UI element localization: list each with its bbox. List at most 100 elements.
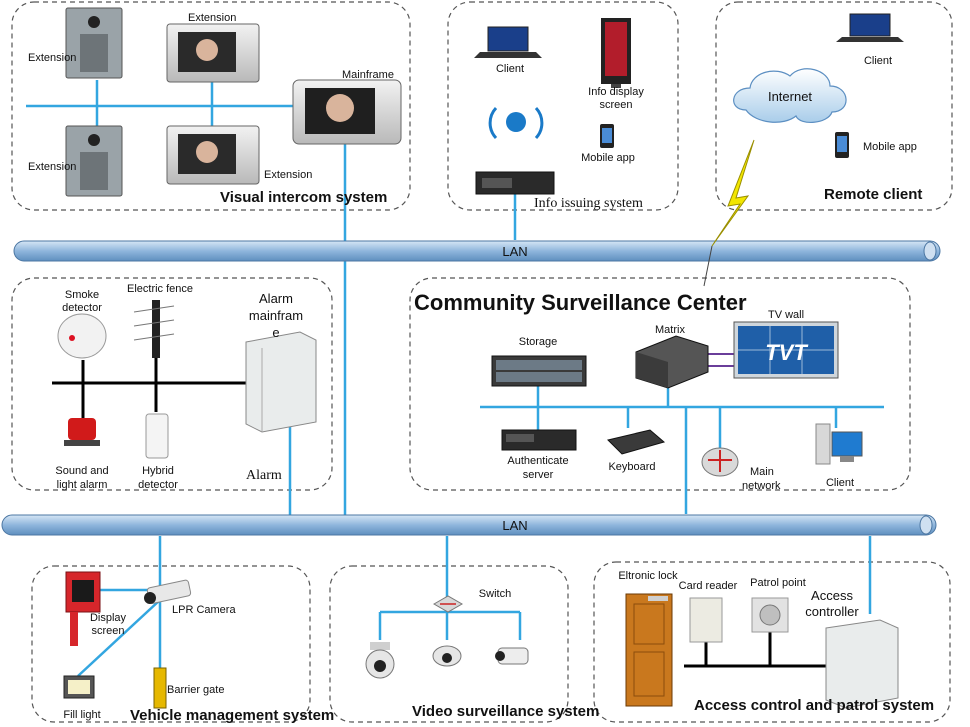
label-storage: Storage (519, 336, 558, 348)
bullet-camera-icon (495, 647, 529, 665)
label-info-display-l2: screen (599, 99, 632, 111)
rack-server-icon (475, 171, 555, 195)
label-remote-client: Client (864, 55, 892, 67)
matrix-switch-icon (635, 335, 709, 389)
patrol-point-icon (751, 597, 789, 633)
label-hybrid-l2: detector (138, 479, 178, 491)
access-controller-box (825, 619, 899, 709)
display-kiosk-icon (601, 18, 631, 88)
lan-bar-top: LAN (13, 240, 941, 262)
dome-camera-icon (432, 645, 462, 667)
title-video: Video surveillance system (412, 703, 599, 720)
label-alarm-mainframe-l3: e (272, 325, 279, 340)
tv-wall-brand: TVT (765, 340, 808, 365)
label-keyboard: Keyboard (608, 461, 655, 473)
label-access-controller-l2: controller (805, 604, 859, 619)
label-tv-wall: TV wall (768, 309, 804, 321)
label-main-network-l1: Main (750, 466, 774, 478)
internet-cloud: Internet (733, 68, 847, 123)
info-issuing-box (447, 1, 679, 211)
keyboard-icon (607, 429, 666, 455)
hybrid-detector-icon (145, 413, 169, 459)
label-info-mobile-app: Mobile app (581, 152, 635, 164)
surveillance-center-box (409, 277, 911, 491)
title-access: Access control and patrol system (694, 697, 934, 714)
outdoor-station-top (65, 7, 123, 79)
label-electronic-lock: Eltronic lock (618, 570, 678, 582)
display-screen-icon (65, 571, 101, 646)
door-lock-icon (625, 593, 673, 707)
fill-light-icon (63, 675, 95, 699)
lan-label-bottom: LAN (502, 518, 527, 533)
label-alarm-mainframe-l1: Alarm (259, 291, 293, 306)
label-hybrid-l1: Hybrid (142, 465, 174, 477)
label-main-network-l2: network (742, 480, 781, 492)
lan-bar-bottom: LAN (1, 514, 937, 536)
laptop-icon (474, 26, 542, 58)
label-smoke-l1: Smoke (65, 289, 99, 301)
outdoor-station-bottom (65, 125, 123, 197)
label-extension-indoor-bottom: Extension (264, 169, 312, 181)
tv-wall-icon: TVT (733, 321, 839, 379)
label-info-display-l1: Info display (588, 86, 644, 98)
label-auth-server-l1: Authenticate (507, 455, 568, 467)
speed-dome-camera-icon (365, 642, 395, 679)
label-lpr-camera: LPR Camera (172, 604, 236, 616)
mainframe-monitor (292, 79, 402, 145)
label-remote-mobile-app: Mobile app (863, 141, 917, 153)
label-sound-alarm-l1: Sound and (55, 465, 108, 477)
label-display-screen-l2: screen (91, 625, 124, 637)
label-mainframe: Mainframe (342, 69, 394, 81)
label-display-screen-l1: Display (90, 612, 127, 624)
lan-label-top: LAN (502, 244, 527, 259)
video-box (329, 565, 569, 723)
title-vehicle: Vehicle management system (130, 707, 334, 724)
label-electric-fence: Electric fence (127, 283, 193, 295)
router-icon (701, 447, 739, 477)
remote-laptop-icon (836, 13, 904, 42)
label-sound-alarm-l2: light alarm (57, 479, 108, 491)
indoor-monitor-top (166, 23, 260, 83)
label-extension-outdoor-bottom: Extension (28, 161, 76, 173)
label-barrier-gate: Barrier gate (167, 684, 224, 696)
wireless-bolt (711, 139, 755, 247)
remote-phone-icon (835, 132, 849, 158)
wireless-globe-icon (488, 106, 544, 140)
label-extension-outdoor-top: Extension (28, 52, 76, 64)
label-extension-indoor-top: Extension (188, 12, 236, 24)
barrier-gate-icon (153, 667, 167, 709)
indoor-monitor-bottom (166, 125, 260, 185)
label-internet: Internet (768, 89, 812, 104)
label-access-controller-l1: Access (811, 588, 853, 603)
label-alarm-mainframe-l2: mainfram (249, 308, 303, 323)
storage-array-icon (491, 355, 587, 387)
title-alarm: Alarm (246, 468, 282, 483)
alarm-box (11, 277, 333, 491)
label-center-client: Client (826, 477, 854, 489)
mobile-phone-icon (600, 124, 614, 148)
label-info-client: Client (496, 63, 524, 75)
vehicle-box (31, 565, 311, 723)
lpr-camera-icon (144, 579, 192, 604)
sound-light-alarm-icon (64, 418, 100, 446)
smoke-detector-icon (57, 313, 107, 359)
label-patrol-point: Patrol point (750, 577, 806, 589)
access-box (593, 561, 951, 723)
authenticate-server-icon (501, 429, 577, 451)
card-reader-icon (689, 597, 723, 643)
label-card-reader: Card reader (679, 580, 738, 592)
desktop-client-icon (815, 423, 863, 465)
title-remote-client: Remote client (824, 186, 922, 203)
electric-fence-icon (133, 300, 175, 358)
title-info-issuing: Info issuing system (534, 196, 643, 211)
title-visual-intercom: Visual intercom system (220, 189, 387, 206)
remote-client-box (715, 1, 953, 211)
label-fill-light: Fill light (63, 709, 100, 721)
label-auth-server-l2: server (523, 469, 554, 481)
visual-intercom-box (11, 1, 411, 211)
label-matrix: Matrix (655, 324, 685, 336)
label-switch: Switch (479, 588, 511, 600)
alarm-mainframe-box (245, 331, 317, 433)
label-smoke-l2: detector (62, 302, 102, 314)
